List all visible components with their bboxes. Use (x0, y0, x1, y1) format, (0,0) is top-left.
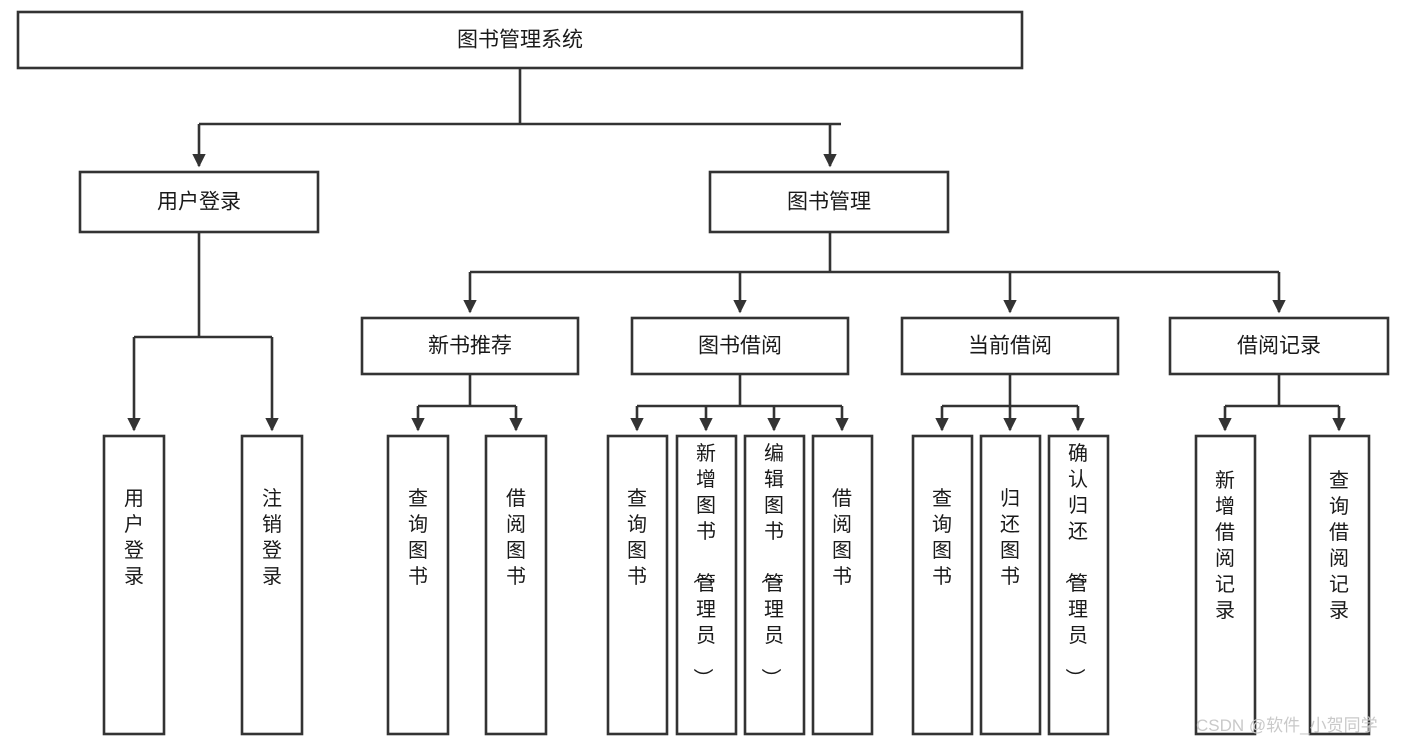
node-leaf-query-book-2[interactable]: 查询图书 (606, 434, 669, 736)
node-book-management-label: 图书管理 (787, 191, 871, 214)
node-leaf-borrow-book-2-box (811, 434, 874, 736)
node-leaf-return-book-label: 归还图书 (1000, 487, 1020, 588)
node-leaf-borrow-book-1[interactable]: 借阅图书 (484, 434, 548, 736)
node-leaf-edit-book[interactable]: 编辑图书（管理员） (743, 434, 806, 736)
node-leaf-query-book-1-box (386, 434, 450, 736)
node-root-system-label: 图书管理系统 (457, 29, 583, 52)
node-leaf-borrow-book-2[interactable]: 借阅图书 (811, 434, 874, 736)
node-leaf-add-record-label: 新增借阅记录 (1215, 469, 1235, 622)
node-leaf-user-login-label: 用户登录 (124, 488, 144, 588)
node-book-management-box (708, 170, 950, 234)
node-book-management[interactable]: 图书管理 (708, 170, 950, 234)
csdn-watermark: CSDN @软件_小贺同学 (1196, 716, 1378, 735)
connectors-borrow-record-to-leaves (1218, 374, 1346, 432)
node-book-borrow-box (630, 316, 850, 376)
node-leaf-add-book-box (675, 434, 738, 736)
node-leaf-borrow-book-2-label: 借阅图书 (832, 487, 852, 588)
node-borrow-record[interactable]: 借阅记录 (1168, 316, 1390, 376)
node-leaf-query-book-2-box (606, 434, 669, 736)
node-leaf-query-record-label: 查询借阅记录 (1329, 469, 1349, 622)
connectors-new-book-recommend-to-leaves (411, 374, 523, 432)
node-leaf-return-book[interactable]: 归还图书 (979, 434, 1042, 736)
node-leaf-query-book-1-label: 查询图书 (408, 487, 428, 588)
node-leaf-add-record-box (1194, 434, 1257, 736)
node-leaf-confirm-return[interactable]: 确认归还（管理员） (1047, 434, 1110, 736)
node-leaf-query-record[interactable]: 查询借阅记录 (1308, 434, 1371, 736)
connectors-book-borrow-to-leaves (630, 374, 849, 432)
node-current-borrow[interactable]: 当前借阅 (900, 316, 1120, 376)
node-new-book-recommend-label: 新书推荐 (428, 335, 512, 358)
node-leaf-borrow-book-1-label: 借阅图书 (506, 487, 526, 588)
node-leaf-user-logout-box (240, 434, 304, 736)
node-root-system[interactable]: 图书管理系统 (16, 10, 1024, 70)
node-leaf-confirm-return-box (1047, 434, 1110, 736)
connectors-root-to-level2 (192, 68, 841, 168)
node-leaf-return-book-box (979, 434, 1042, 736)
node-leaf-user-login[interactable]: 用户登录 (102, 434, 166, 736)
node-leaf-add-record[interactable]: 新增借阅记录 (1194, 434, 1257, 736)
node-borrow-record-box (1168, 316, 1390, 376)
connectors-book-management-to-level3 (463, 232, 1286, 314)
node-leaf-query-record-box (1308, 434, 1371, 736)
node-leaf-confirm-return-label: 确认归还（管理员） (1063, 442, 1088, 688)
node-leaf-user-login-box (102, 434, 166, 736)
node-borrow-record-label: 借阅记录 (1237, 335, 1321, 358)
node-leaf-query-book-3[interactable]: 查询图书 (911, 434, 974, 736)
node-user-login-box (78, 170, 320, 234)
node-leaf-query-book-3-label: 查询图书 (932, 487, 952, 588)
node-new-book-recommend-box (360, 316, 580, 376)
node-leaf-query-book-2-label: 查询图书 (627, 487, 647, 588)
node-leaf-user-logout[interactable]: 注销登录 (240, 434, 304, 736)
node-leaf-edit-book-label: 编辑图书（管理员） (759, 442, 784, 688)
connectors-user-login-to-leaves (127, 232, 279, 432)
node-leaf-add-book[interactable]: 新增图书（管理员） (675, 434, 738, 736)
node-user-login[interactable]: 用户登录 (78, 170, 320, 234)
node-new-book-recommend[interactable]: 新书推荐 (360, 316, 580, 376)
node-current-borrow-box (900, 316, 1120, 376)
node-book-borrow-label: 图书借阅 (698, 335, 782, 358)
node-current-borrow-label: 当前借阅 (968, 335, 1052, 358)
node-leaf-edit-book-box (743, 434, 806, 736)
node-root-system-box (16, 10, 1024, 70)
node-leaf-query-book-1[interactable]: 查询图书 (386, 434, 450, 736)
node-user-login-label: 用户登录 (157, 191, 241, 214)
node-book-borrow[interactable]: 图书借阅 (630, 316, 850, 376)
node-leaf-user-logout-label: 注销登录 (262, 487, 282, 588)
connectors-current-borrow-to-leaves (935, 374, 1085, 432)
node-leaf-query-book-3-box (911, 434, 974, 736)
node-leaf-borrow-book-1-box (484, 434, 548, 736)
node-leaf-add-book-label: 新增图书（管理员） (691, 442, 716, 688)
